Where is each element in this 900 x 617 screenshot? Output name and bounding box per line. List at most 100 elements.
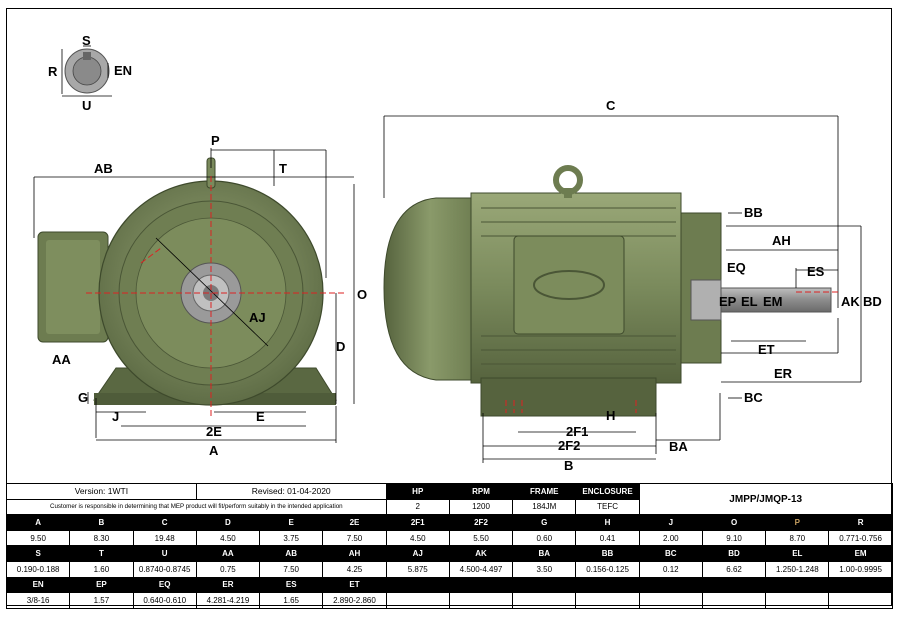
dim-header-cell: U (132, 545, 197, 562)
side-view-red-marks (505, 291, 838, 413)
dim-header-cell: C (132, 514, 197, 531)
frame-label: FRAME (512, 483, 577, 500)
dim-header-cell: B (69, 514, 134, 531)
version-text: Version: 1WTI (6, 483, 197, 500)
dim-value-cell: 9.50 (5, 529, 71, 547)
label-S: S (82, 33, 91, 48)
front-view-dimension-lines (33, 148, 355, 443)
dim-header-cell: A (5, 514, 71, 531)
dim-header-cell (448, 576, 514, 594)
label-ET: ET (758, 342, 775, 357)
label-BC: BC (744, 390, 763, 405)
dim-value-cell (765, 592, 830, 609)
dim-value-cell: 1.60 (69, 560, 134, 578)
dim-value-cell (512, 592, 577, 609)
dim-header-cell (385, 576, 450, 594)
dim-header-cell (638, 576, 703, 594)
dim-value-cell: 7.50 (322, 529, 387, 547)
dim-header-cell: ES (259, 576, 324, 594)
label-C: C (606, 98, 616, 113)
label-BD: BD (863, 294, 882, 309)
motor-side-view (383, 165, 832, 417)
dim-header-cell: BB (575, 545, 640, 562)
dim-header-cell: ET (322, 576, 387, 594)
dim-value-cell: 19.48 (132, 529, 197, 547)
dim-value-cell (448, 592, 514, 609)
dim-value-cell: 1.250-1.248 (765, 560, 830, 578)
dim-value-cell (575, 592, 640, 609)
dim-value-cell: 8.30 (69, 529, 134, 547)
label-J: J (112, 409, 119, 424)
motor-front-view (37, 157, 337, 406)
label-BB: BB (744, 205, 763, 220)
label-B: B (564, 458, 573, 473)
dim-value-cell: 3.50 (512, 560, 577, 578)
label-2F2: 2F2 (558, 438, 580, 453)
dim-value-cell: 2.890-2.860 (322, 592, 387, 609)
shaft-end-icon (61, 45, 112, 97)
dim-value-cell: 6.62 (701, 560, 767, 578)
dim-value-cell: 0.75 (195, 560, 261, 578)
dim-header-cell: 2F2 (448, 514, 514, 531)
dim-header-cell: E (259, 514, 324, 531)
dim-value-cell: 7.50 (259, 560, 324, 578)
dim-value-cell: 1.65 (259, 592, 324, 609)
motor-dimension-drawing: S R EN U (33, 33, 882, 473)
label-E: E (256, 409, 265, 424)
dim-header-cell: R (828, 514, 893, 531)
dim-value-cell (701, 592, 767, 609)
dim-value-cell: 0.60 (512, 529, 577, 547)
dim-header-cell: BC (638, 545, 703, 562)
model-number: JMPP/JMQP-13 (638, 482, 893, 516)
dim-value-cell: 4.500-4.497 (448, 560, 514, 578)
dim-header-cell: AH (322, 545, 387, 562)
dimension-table: Version: 1WTI Revised: 01-04-2020 HP RPM… (5, 482, 893, 609)
dim-value-cell: 9.10 (701, 529, 767, 547)
dim-header-cell: AK (448, 545, 514, 562)
label-2F1: 2F1 (566, 424, 588, 439)
dim-value-cell: 1.00-0.9995 (828, 560, 893, 578)
label-AB: AB (94, 161, 113, 176)
dim-header-cell: G (512, 514, 577, 531)
label-U: U (82, 98, 91, 113)
label-T: T (279, 161, 287, 176)
dim-header-cell: AA (195, 545, 261, 562)
revised-text: Revised: 01-04-2020 (195, 483, 387, 500)
dim-header-cell: J (638, 514, 703, 531)
dim-header-cell: EM (828, 545, 893, 562)
rpm-value: 1200 (448, 498, 514, 516)
dim-header-cell: D (195, 514, 261, 531)
dim-value-cell: 0.41 (575, 529, 640, 547)
dim-value-cell: 4.50 (195, 529, 261, 547)
dim-header-cell: P (765, 514, 830, 531)
dim-value-cell: 4.281-4.219 (195, 592, 261, 609)
label-G: G (78, 390, 88, 405)
dim-header-cell (575, 576, 640, 594)
label-AK: AK (841, 294, 860, 309)
frame-value: 184JM (512, 498, 577, 516)
rpm-label: RPM (448, 483, 514, 500)
dim-value-cell (828, 592, 893, 609)
dim-header-cell: EQ (132, 576, 197, 594)
dim-header-cell (765, 576, 830, 594)
label-EM: EM (763, 294, 783, 309)
label-ES: ES (807, 264, 825, 279)
hp-label: HP (385, 483, 450, 500)
dim-value-cell: 3/8-16 (5, 592, 71, 609)
dim-value-cell: 0.156-0.125 (575, 560, 640, 578)
label-A: A (209, 443, 219, 458)
dim-value-cell (385, 592, 450, 609)
label-H: H (606, 408, 615, 423)
dim-value-cell: 8.70 (765, 529, 830, 547)
dim-header-cell: BD (701, 545, 767, 562)
dim-header-cell: EN (5, 576, 71, 594)
dim-header-cell: S (5, 545, 71, 562)
label-R: R (48, 64, 58, 79)
dim-value-cell: 0.771-0.756 (828, 529, 893, 547)
dim-header-cell: 2F1 (385, 514, 450, 531)
label-P: P (211, 133, 220, 148)
dim-header-cell: AJ (385, 545, 450, 562)
